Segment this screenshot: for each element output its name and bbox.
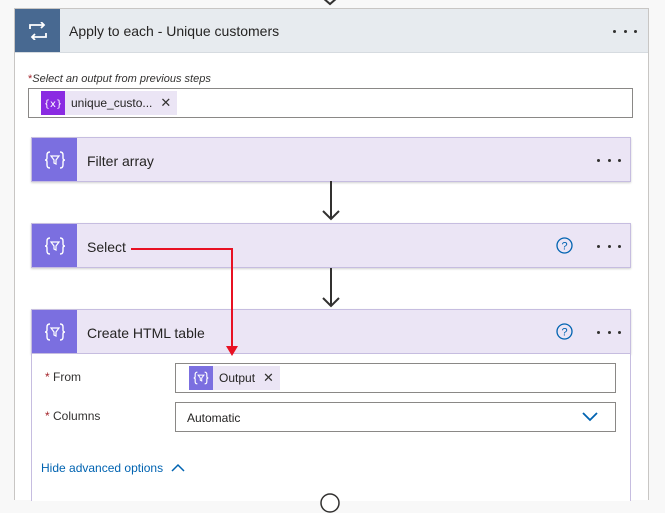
token-label: unique_custo... [71, 96, 153, 110]
svg-text:?: ? [561, 241, 567, 253]
help-icon[interactable]: ? [556, 237, 573, 254]
hide-advanced-options-link[interactable]: Hide advanced options [41, 461, 185, 475]
apply-to-each-title: Apply to each - Unique customers [69, 23, 280, 39]
from-label: * From [45, 370, 81, 384]
more-options-icon[interactable] [597, 238, 621, 254]
connector-arrow-top [323, 0, 337, 6]
more-options-icon[interactable] [613, 23, 637, 39]
select-output-field[interactable]: {x} unique_custo... ✕ [28, 88, 633, 118]
remove-token-icon[interactable]: ✕ [263, 370, 274, 385]
svg-text:{x}: {x} [45, 99, 61, 109]
loop-icon [15, 9, 60, 52]
select-output-label: *Select an output from previous steps [28, 73, 211, 85]
connector-arrow [322, 181, 340, 221]
output-token[interactable]: Output ✕ [189, 366, 280, 390]
remove-token-icon[interactable]: ✕ [160, 95, 172, 110]
create-html-table-action[interactable]: Create HTML table ? [31, 309, 631, 354]
columns-label: * Columns [45, 409, 100, 423]
add-step-icon[interactable] [320, 493, 340, 513]
columns-dropdown[interactable]: Automatic [175, 402, 616, 432]
apply-to-each-card: Apply to each - Unique customers *Select… [14, 8, 649, 501]
output-token-label: Output [219, 371, 256, 385]
create-html-table-title: Create HTML table [87, 325, 205, 341]
select-action[interactable]: Select ? [31, 223, 631, 268]
required-marker: * [45, 370, 50, 384]
more-options-icon[interactable] [597, 324, 621, 340]
chevron-down-icon [582, 412, 598, 422]
connector-arrow [322, 268, 340, 308]
columns-value: Automatic [187, 411, 241, 425]
filter-array-title: Filter array [87, 153, 154, 169]
chevron-up-icon [171, 463, 185, 472]
required-marker: * [45, 409, 50, 423]
data-operation-icon [32, 138, 77, 181]
filter-array-action[interactable]: Filter array [31, 137, 631, 182]
data-operation-icon [32, 310, 77, 353]
help-icon[interactable]: ? [556, 323, 573, 340]
columns-label-text: Columns [53, 409, 101, 423]
from-label-text: From [53, 370, 82, 384]
data-operation-icon [32, 224, 77, 267]
from-field[interactable]: Output ✕ [175, 363, 616, 393]
apply-to-each-header[interactable]: Apply to each - Unique customers [15, 9, 648, 53]
data-operation-icon [189, 366, 213, 390]
advanced-link-text: Hide advanced options [41, 461, 164, 475]
unique-customers-token[interactable]: {x} unique_custo... ✕ [41, 91, 178, 115]
create-html-table-body: * From Output ✕ * Columns Automatic [31, 354, 631, 501]
svg-text:?: ? [561, 327, 567, 339]
required-marker: * [28, 73, 33, 85]
select-output-text: Select an output from previous steps [32, 73, 211, 85]
expression-icon: {x} [41, 91, 65, 115]
select-title: Select [87, 239, 126, 255]
more-options-icon[interactable] [597, 152, 621, 168]
